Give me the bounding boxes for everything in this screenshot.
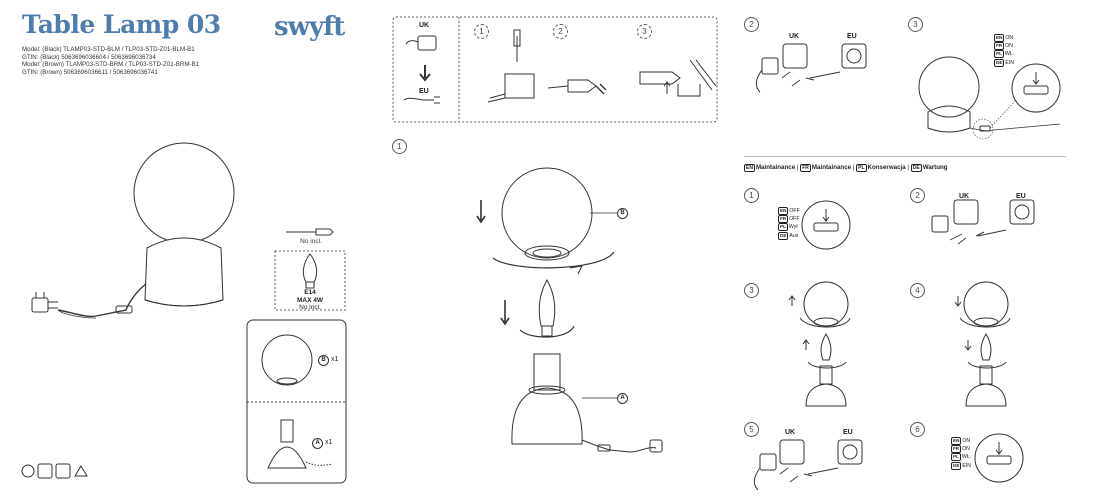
assembly-step: 1	[392, 139, 407, 154]
socket-eu-label: EU	[847, 33, 857, 40]
model-line: Model: (Black) TLAMP03-STD-BLM / TLP03-S…	[22, 46, 195, 53]
part-b-badge: B	[318, 355, 329, 366]
brand-logo: swyft	[274, 12, 345, 42]
part-b-globe	[261, 334, 313, 386]
screwdriver-note: No incl.	[300, 238, 322, 245]
plug-step-3: 3	[637, 24, 652, 39]
model-info: Model: (Black) TLAMP03-STD-BLM / TLP03-S…	[22, 46, 199, 76]
assembly-part-b: B	[617, 208, 628, 219]
model-line: GTIN: (Black) 5063696036604 / 5063696036…	[22, 53, 156, 61]
maint-step-3: 3	[744, 283, 759, 298]
plug-step-2: 2	[553, 24, 568, 39]
bulb-spec: E14 MAX 4W No incl.	[278, 289, 342, 312]
assembly-part-a: A	[617, 393, 628, 404]
maint-uk-label: UK	[959, 193, 970, 200]
product-title: Table Lamp 03	[22, 10, 221, 39]
model-line: GTIN: (Brown) 5063696036611 / 5063696036…	[22, 68, 158, 76]
assembly-globe	[501, 167, 593, 259]
maint-step-6: 6	[910, 422, 925, 437]
assembly-bulb	[538, 278, 556, 327]
bulb-type: E14	[304, 289, 316, 296]
part-b-qty: x1	[331, 356, 339, 363]
bulb-max: MAX 4W	[297, 296, 323, 304]
socket-uk-label: UK	[789, 33, 800, 40]
part-a-qty: x1	[325, 439, 333, 446]
screwdriver-illustration	[286, 228, 334, 236]
plug-eu-label: EU	[419, 88, 429, 95]
assembly-base	[511, 387, 583, 445]
maint5-uk-label: UK	[785, 429, 796, 436]
maint-step-4: 4	[910, 283, 925, 298]
part-a-base	[267, 446, 307, 469]
plug-step-1: 1	[474, 24, 489, 39]
bulb-note: No incl.	[299, 304, 321, 311]
e14-bulb-illustration	[302, 253, 318, 283]
maint-step-1: 1	[744, 188, 759, 203]
model-line: Model: (Brown) TLAMP03-STD-BRM / TLP03-S…	[22, 61, 200, 69]
maint-step-5: 5	[744, 422, 759, 437]
uk-plug-illustration	[31, 297, 49, 313]
maint-eu-label: EU	[1016, 193, 1026, 200]
maint-step-2: 2	[910, 188, 925, 203]
install-step-2: 2	[744, 17, 759, 32]
cord-switch-illustration	[115, 305, 133, 314]
lamp-globe-illustration	[133, 142, 235, 244]
section-divider	[744, 156, 1066, 157]
maint5-eu-label: EU	[843, 429, 853, 436]
lamp-base-illustration	[144, 237, 224, 307]
part-a-badge: A	[312, 438, 323, 449]
install-step-3: 3	[908, 17, 923, 32]
plug-uk-label: UK	[419, 22, 430, 29]
